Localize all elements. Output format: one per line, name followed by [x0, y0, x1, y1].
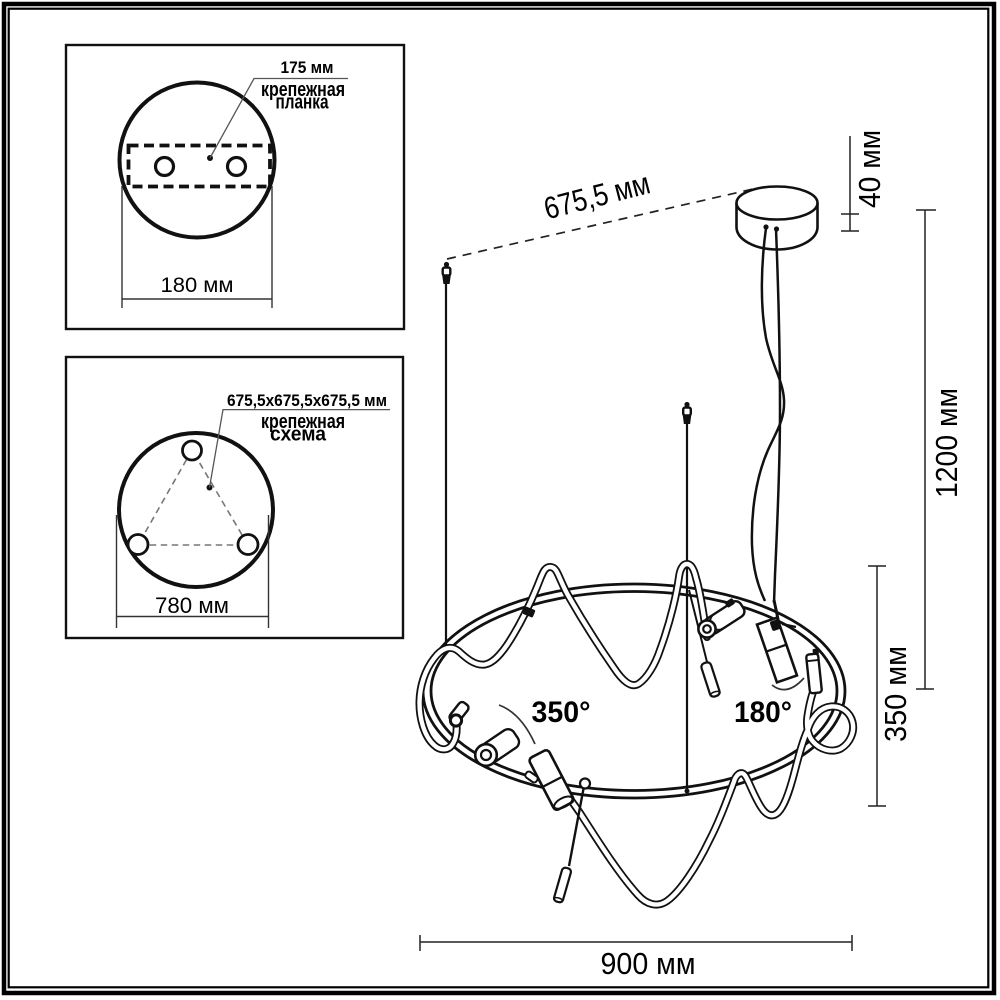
svg-text:175 мм: 175 мм — [281, 59, 334, 77]
svg-text:780 мм: 780 мм — [155, 593, 229, 618]
svg-text:1200 мм: 1200 мм — [929, 388, 964, 498]
svg-text:675,5x675,5x675,5 мм: 675,5x675,5x675,5 мм — [227, 392, 387, 410]
svg-text:350 мм: 350 мм — [878, 646, 913, 742]
svg-text:900 мм: 900 мм — [601, 946, 696, 981]
svg-text:крепежная: крепежная — [261, 410, 345, 433]
svg-text:180°: 180° — [734, 696, 792, 729]
svg-text:350°: 350° — [532, 696, 591, 729]
svg-text:крепежная: крепежная — [261, 78, 345, 101]
svg-text:180 мм: 180 мм — [161, 273, 234, 297]
svg-text:планка: планка — [276, 91, 329, 114]
svg-text:40 мм: 40 мм — [852, 130, 887, 208]
svg-text:схема: схема — [270, 423, 327, 446]
